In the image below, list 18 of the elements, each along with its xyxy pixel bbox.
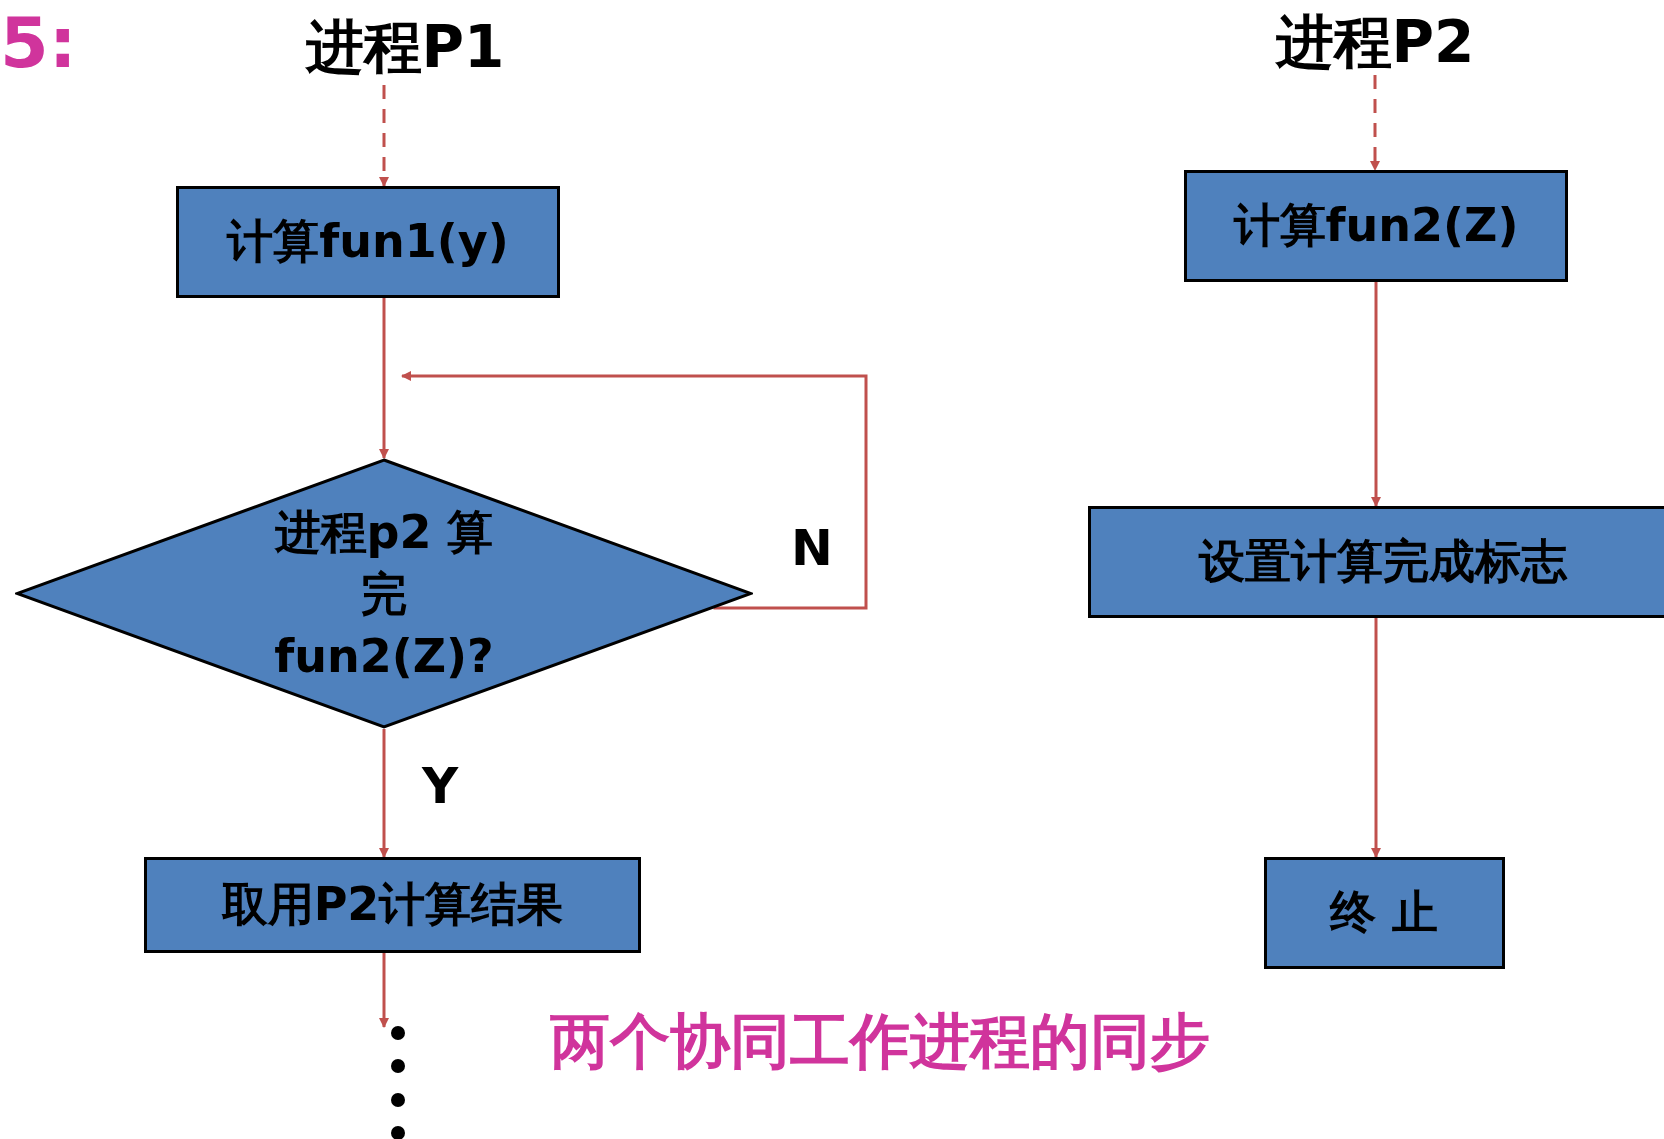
process-title: 进程P2 (1258, 10, 1492, 75)
process-box: 取用P2计算结果 (144, 857, 641, 953)
arrow (379, 298, 389, 459)
arrow (379, 953, 389, 1028)
process-box: 设置计算完成标志 (1088, 506, 1664, 618)
arrow (379, 85, 389, 187)
arrow (1371, 282, 1381, 507)
arrow (1370, 75, 1380, 171)
process-title: 进程P1 (290, 10, 520, 85)
arrow (1371, 618, 1381, 858)
decision-diamond: 进程p2 算完fun2(Z)? (15, 458, 753, 729)
slide-number: 5: (0, 2, 77, 84)
process-box: 计算fun2(Z) (1184, 170, 1568, 282)
end-box: 终 止 (1264, 857, 1505, 969)
process-box: 计算fun1(y) (176, 186, 560, 298)
arrow (401, 371, 868, 610)
caption: 两个协同工作进程的同步 (550, 1005, 1210, 1078)
arrow (379, 729, 389, 858)
